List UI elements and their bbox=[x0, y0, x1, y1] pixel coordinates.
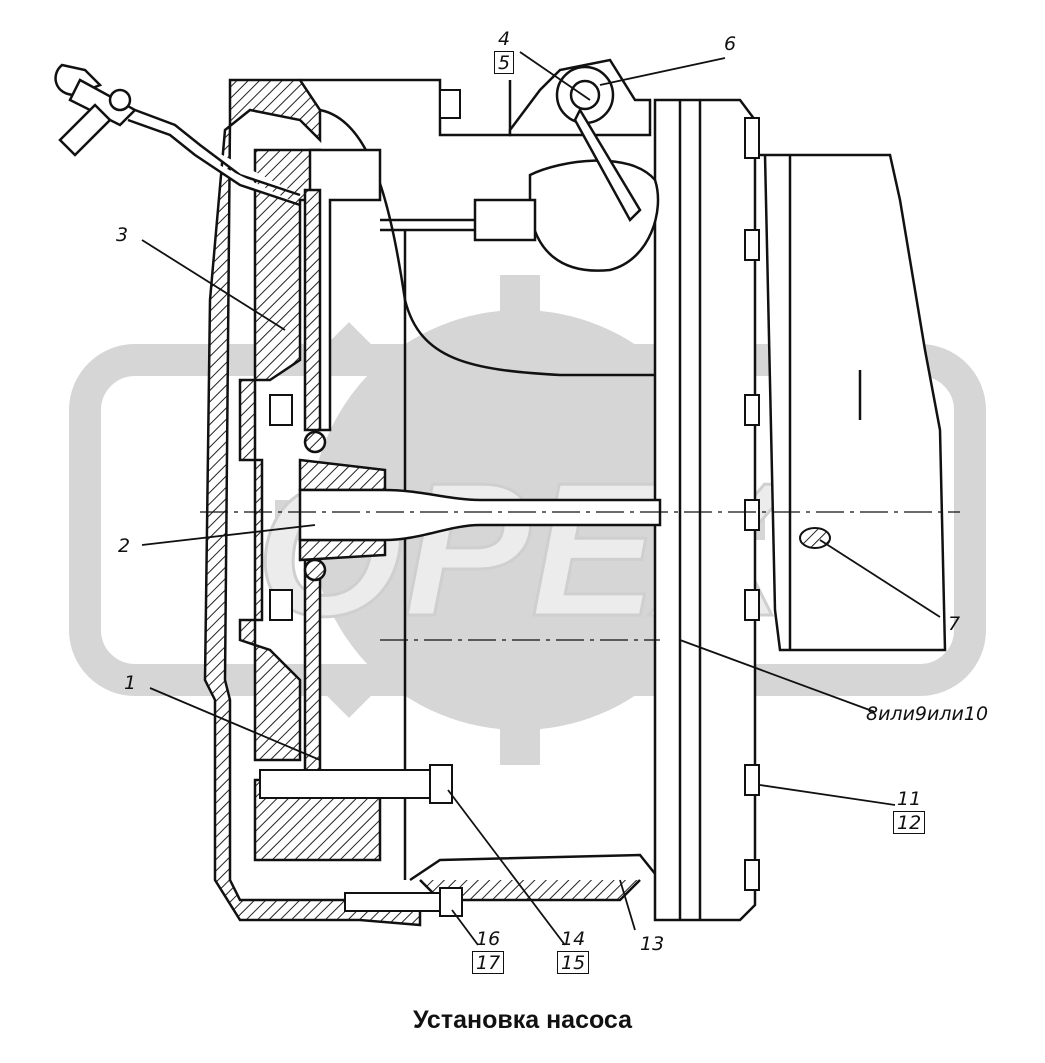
pump-body bbox=[760, 153, 947, 652]
callout-15: 15 bbox=[557, 952, 590, 974]
callout-16: 16 bbox=[472, 930, 505, 952]
callout-14: 14 bbox=[557, 930, 590, 952]
callout-2: 2 bbox=[118, 535, 131, 557]
callout-17: 17 bbox=[472, 952, 505, 974]
callout-14-15: 14 15 bbox=[557, 930, 590, 974]
callout-5: 5 bbox=[494, 52, 515, 74]
drive-disc bbox=[238, 148, 382, 862]
hub-shaft bbox=[298, 430, 662, 582]
centerlines bbox=[200, 511, 960, 641]
diagram-caption: Установка насоса bbox=[412, 1006, 633, 1034]
callout-3: 3 bbox=[116, 224, 129, 246]
callout-1: 1 bbox=[124, 672, 137, 694]
leader-lines bbox=[141, 51, 941, 946]
mounting-plate bbox=[653, 98, 757, 922]
callout-16-17: 16 17 bbox=[472, 930, 505, 974]
callout-11-12: 11 12 bbox=[893, 790, 926, 834]
cable-terminal bbox=[54, 63, 301, 207]
callout-13: 13 bbox=[640, 933, 665, 955]
callout-8-9-10: 8или9или10 bbox=[866, 703, 989, 725]
bolts bbox=[259, 89, 760, 917]
callout-4: 4 bbox=[494, 30, 515, 52]
control-linkage bbox=[380, 58, 660, 272]
callout-7: 7 bbox=[948, 613, 961, 635]
callout-12: 12 bbox=[893, 812, 926, 834]
plug-item-7 bbox=[799, 527, 831, 549]
callout-4-5: 4 5 bbox=[494, 30, 515, 74]
callout-11: 11 bbox=[893, 790, 926, 812]
callout-6: 6 bbox=[724, 33, 737, 55]
